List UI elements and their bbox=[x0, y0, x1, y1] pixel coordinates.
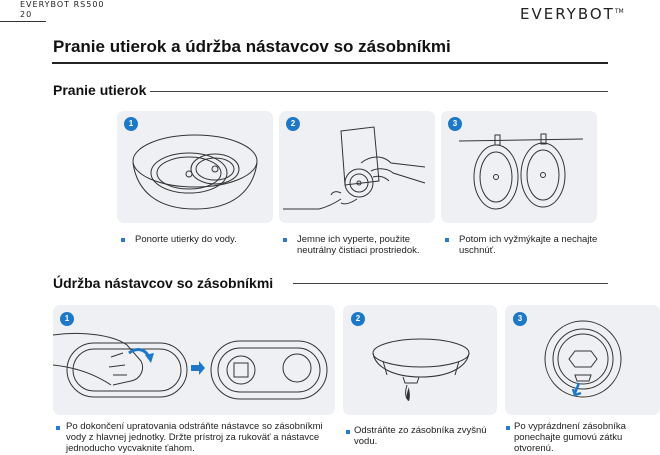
empty-tank-illustration bbox=[372, 338, 470, 401]
step-panel-wash-2: 2 bbox=[279, 111, 435, 223]
step-panel-maint-1: 1 bbox=[53, 305, 335, 415]
brand-logo: EVERYBOTTM bbox=[520, 5, 624, 23]
bullet-icon bbox=[346, 430, 350, 434]
step-badge: 1 bbox=[60, 312, 74, 326]
step-panel-wash-1: 1 bbox=[117, 111, 273, 223]
bullet-icon bbox=[56, 426, 60, 430]
open-stopper-illustration bbox=[544, 320, 622, 398]
step-badge: 3 bbox=[448, 117, 462, 131]
page-title: Pranie utierok a údržba nástavcov so zás… bbox=[53, 37, 451, 56]
bullet-icon bbox=[506, 426, 510, 430]
section-maintenance-rule bbox=[293, 283, 608, 284]
step-caption: Po vyprázdnení zásobníka ponechajte gumo… bbox=[514, 421, 626, 454]
basin-illustration bbox=[132, 134, 258, 210]
trademark-mark: TM bbox=[614, 8, 624, 15]
bullet-icon bbox=[445, 238, 449, 242]
bullet-icon bbox=[283, 238, 287, 242]
section-washing-title: Pranie utierok bbox=[53, 82, 147, 98]
header-rule bbox=[0, 21, 46, 22]
step-panel-wash-3: 3 bbox=[441, 111, 597, 223]
drying-illustration bbox=[458, 133, 584, 210]
step-caption: Jemne ich vyperte, použite neutrálny čis… bbox=[297, 234, 420, 256]
step-caption: Potom ich vyžmýkajte a nechajte uschnúť. bbox=[459, 234, 598, 256]
step-badge: 2 bbox=[286, 117, 300, 131]
page-number: 20 bbox=[20, 10, 33, 19]
step-panel-maint-2: 2 bbox=[343, 305, 497, 415]
hands-washing-illustration bbox=[283, 126, 426, 210]
step-badge: 3 bbox=[513, 312, 527, 326]
detach-attachment-illustration bbox=[53, 332, 328, 400]
title-rule bbox=[52, 62, 608, 64]
bullet-icon bbox=[121, 238, 125, 242]
section-maintenance-title: Údržba nástavcov so zásobníkmi bbox=[53, 275, 274, 291]
step-badge: 2 bbox=[351, 312, 365, 326]
step-caption: Odstráňte zo zásobníka zvyšnú vodu. bbox=[354, 425, 487, 447]
model-name: EVERYBOT RS500 bbox=[20, 0, 105, 9]
step-caption: Ponorte utierky do vody. bbox=[135, 234, 237, 245]
section-washing-rule bbox=[150, 91, 608, 92]
brand-name: EVERYBOT bbox=[520, 5, 615, 23]
step-caption: Po dokončení upratovania odstráňte násta… bbox=[66, 421, 323, 454]
step-badge: 1 bbox=[124, 117, 138, 131]
step-panel-maint-3: 3 bbox=[505, 305, 660, 415]
